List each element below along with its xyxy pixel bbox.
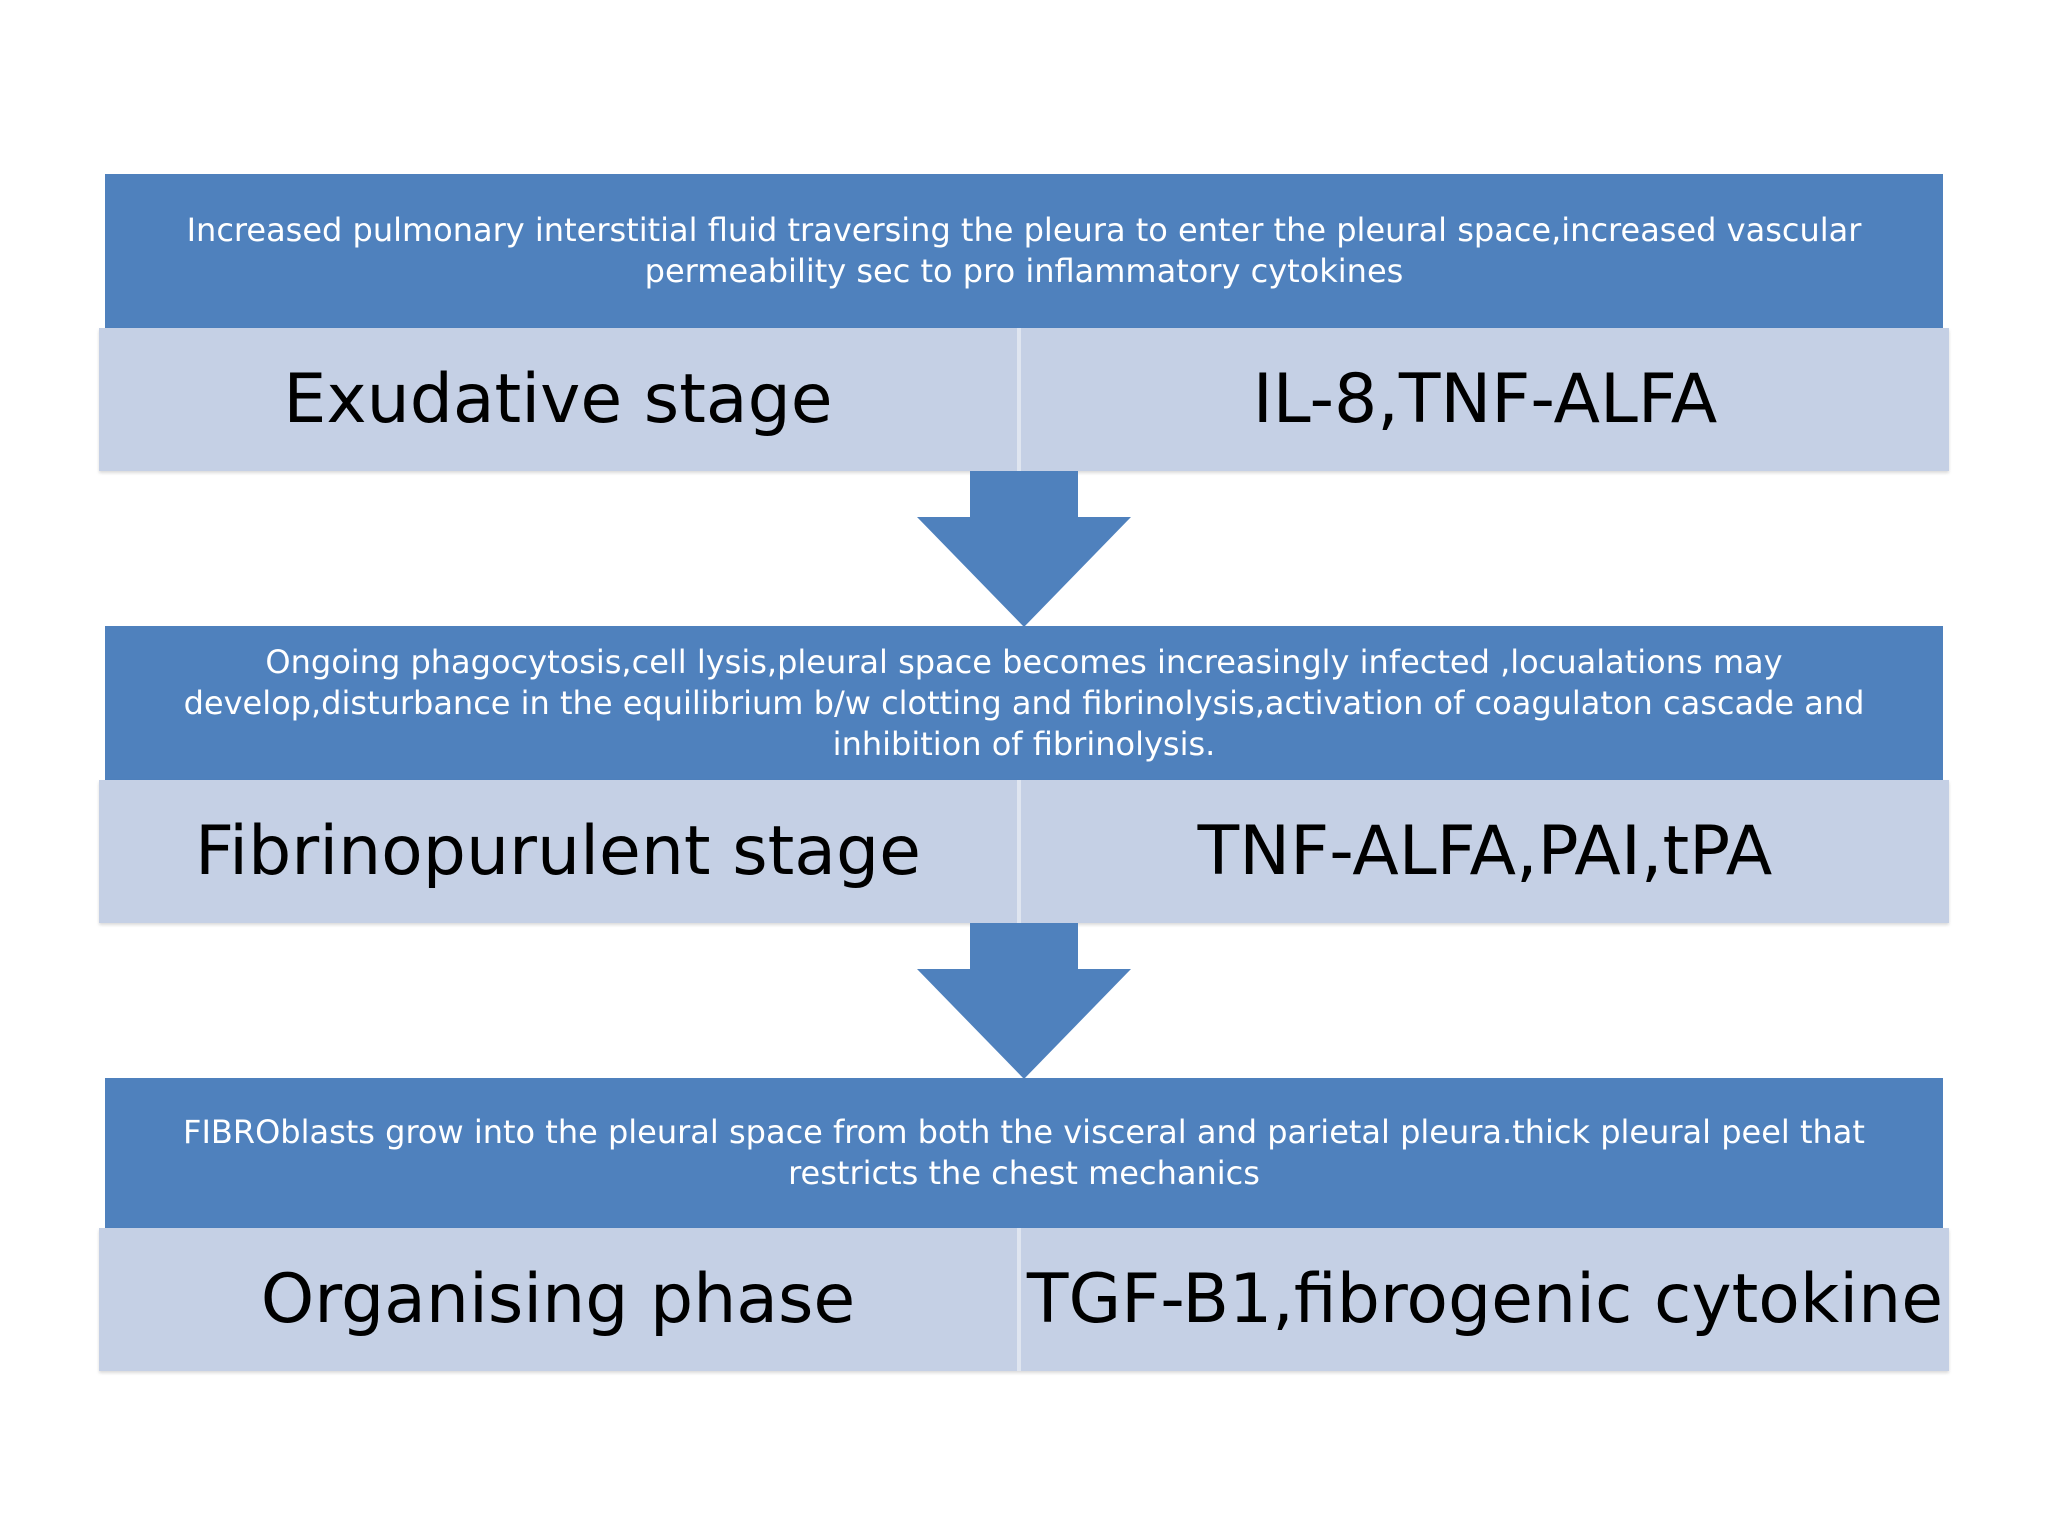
- stage-2-description-box: Ongoing phagocytosis,cell lysis,pleural …: [105, 626, 1943, 780]
- stage-1-mediators: IL-8,TNF-ALFA: [1021, 328, 1949, 471]
- stage-3-mediators: TGF-B1,fibrogenic cytokine: [1021, 1228, 1949, 1371]
- stage-2-name: Fibrinopurulent stage: [99, 780, 1021, 923]
- stage-1-description: Increased pulmonary interstitial fluid t…: [186, 211, 1862, 290]
- stage-3-row: Organising phase TGF-B1,fibrogenic cytok…: [99, 1228, 1949, 1371]
- stage-2-mediators: TNF-ALFA,PAI,tPA: [1021, 780, 1949, 923]
- stage-2-description: Ongoing phagocytosis,cell lysis,pleural …: [183, 642, 1865, 763]
- stage-2-row: Fibrinopurulent stage TNF-ALFA,PAI,tPA: [99, 780, 1949, 923]
- stage-1-name: Exudative stage: [99, 328, 1021, 471]
- stage-3-description: FIBROblasts grow into the pleural space …: [183, 1113, 1865, 1192]
- stage-3-name: Organising phase: [99, 1228, 1021, 1371]
- stage-1-row: Exudative stage IL-8,TNF-ALFA: [99, 328, 1949, 471]
- stage-3-description-box: FIBROblasts grow into the pleural space …: [105, 1078, 1943, 1228]
- down-arrow-1: [917, 471, 1131, 627]
- stage-1-description-box: Increased pulmonary interstitial fluid t…: [105, 174, 1943, 328]
- down-arrow-2: [917, 923, 1131, 1079]
